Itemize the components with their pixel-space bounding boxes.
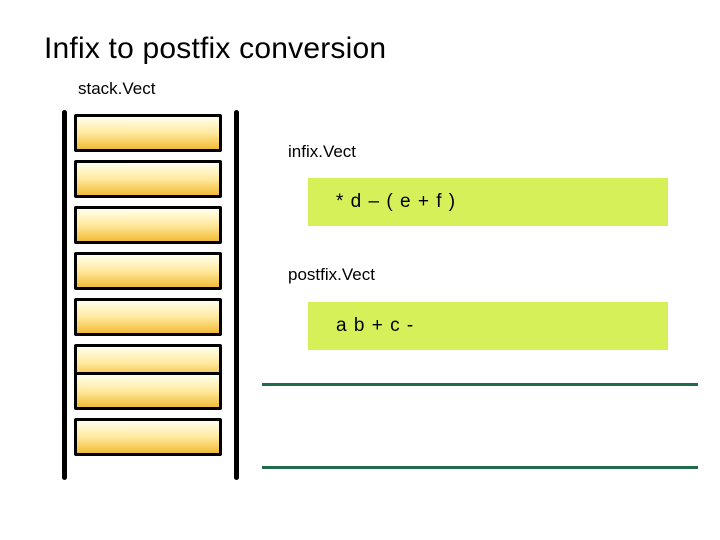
postfix-expression-box: a b + c -	[308, 302, 668, 350]
divider-line-top	[262, 383, 698, 386]
stack-cell	[74, 252, 222, 290]
stack-vect-label: stack.Vect	[78, 79, 156, 98]
stack-diagram	[56, 110, 242, 480]
stack-cell	[74, 372, 222, 410]
stack-cell	[74, 114, 222, 152]
stack-cell	[74, 418, 222, 456]
divider-line-bottom	[262, 466, 698, 469]
stack-cell	[74, 160, 222, 198]
stack-rail-right	[234, 110, 239, 480]
infix-expression-box: * d – ( e + f )	[308, 178, 668, 226]
postfix-vect-label: postfix.Vect	[288, 265, 375, 284]
stack-cell	[74, 298, 222, 336]
page-title: Infix to postfix conversion	[44, 32, 387, 65]
stack-rail-left	[62, 110, 67, 480]
stack-cell	[74, 206, 222, 244]
infix-vect-label: infix.Vect	[288, 142, 357, 161]
